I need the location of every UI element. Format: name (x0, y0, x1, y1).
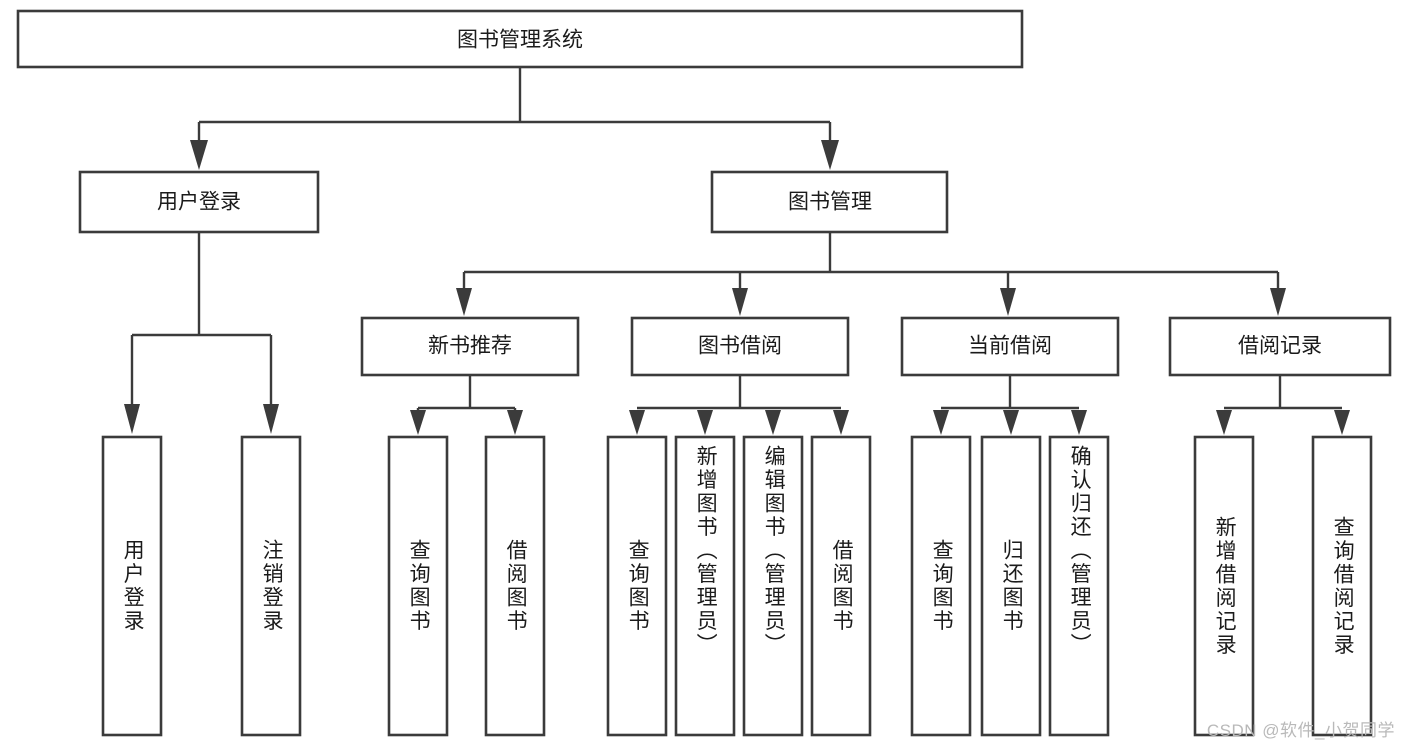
arrow-head-user-login (190, 140, 208, 170)
node-book-management-label: 图书管理 (788, 191, 872, 214)
arrow-head-leaf-confirm-return (1071, 410, 1087, 435)
leaf-box-layer (101, 435, 1373, 737)
node-borrow-record-label: 借阅记录 (1238, 335, 1322, 358)
node-book-management-box[interactable] (710, 170, 949, 234)
arrow-head-leaf-query-book-borrow (629, 410, 645, 435)
node-borrow-record[interactable]: 借阅记录 (1168, 316, 1392, 377)
arrow-head-leaf-edit-book (765, 410, 781, 435)
node-new-book-recommend[interactable]: 新书推荐 (360, 316, 580, 377)
arrow-head-leaf-add-book (697, 410, 713, 435)
node-current-borrow[interactable]: 当前借阅 (900, 316, 1120, 377)
arrow-head-leaf-add-record (1216, 410, 1232, 435)
leaf-query-book-borrow-box[interactable] (606, 435, 668, 737)
arrow-head-leaf-return-book (1003, 410, 1019, 435)
leaf-add-record-box[interactable] (1193, 435, 1255, 737)
csdn-watermark: CSDN @软件_小贺同学 (1206, 721, 1395, 740)
leaf-confirm-return-box[interactable] (1048, 435, 1110, 737)
arrow-head-leaf-borrow-book (833, 410, 849, 435)
node-borrow-record-box[interactable] (1168, 316, 1392, 377)
node-user-login-box[interactable] (78, 170, 320, 234)
arrow-head-current-borrow (1000, 288, 1016, 316)
node-book-management[interactable]: 图书管理 (710, 170, 949, 234)
node-book-borrow[interactable]: 图书借阅 (630, 316, 850, 377)
arrow-head-book-borrow (732, 288, 748, 316)
leaf-add-book-box[interactable] (674, 435, 736, 737)
node-user-login-label: 用户登录 (157, 191, 241, 214)
arrow-head-leaf-query-book-cur (933, 410, 949, 435)
connector-layer (124, 67, 1350, 435)
leaf-edit-book-box[interactable] (742, 435, 804, 737)
leaf-logout-login-box[interactable] (240, 435, 302, 737)
leaf-query-book-rec-box[interactable] (387, 435, 449, 737)
node-book-borrow-label: 图书借阅 (698, 335, 782, 358)
node-new-book-recommend-label: 新书推荐 (428, 335, 512, 358)
node-current-borrow-box[interactable] (900, 316, 1120, 377)
arrow-head-leaf-logout-login (263, 404, 279, 434)
arrow-head-book-management (821, 140, 839, 170)
leaf-borrow-book-box[interactable] (810, 435, 872, 737)
leaf-query-record-box[interactable] (1311, 435, 1373, 737)
leaf-user-login-box[interactable] (101, 435, 163, 737)
leaf-query-book-cur-box[interactable] (910, 435, 972, 737)
arrow-head-leaf-query-book-rec (410, 410, 426, 435)
node-root-label: 图书管理系统 (457, 29, 583, 52)
leaf-return-book-box[interactable] (980, 435, 1042, 737)
node-current-borrow-label: 当前借阅 (968, 335, 1052, 358)
arrow-head-new-book-recommend (456, 288, 472, 316)
arrow-head-borrow-record (1270, 288, 1286, 316)
node-book-borrow-box[interactable] (630, 316, 850, 377)
arrow-head-leaf-user-login (124, 404, 140, 434)
leaf-borrow-book-rec-box[interactable] (484, 435, 546, 737)
node-new-book-recommend-box[interactable] (360, 316, 580, 377)
arrow-head-leaf-query-record (1334, 410, 1350, 435)
node-root-box[interactable] (16, 9, 1024, 69)
node-user-login[interactable]: 用户登录 (78, 170, 320, 234)
arrow-head-leaf-borrow-book-rec (507, 410, 523, 435)
node-root[interactable]: 图书管理系统 (16, 9, 1024, 69)
